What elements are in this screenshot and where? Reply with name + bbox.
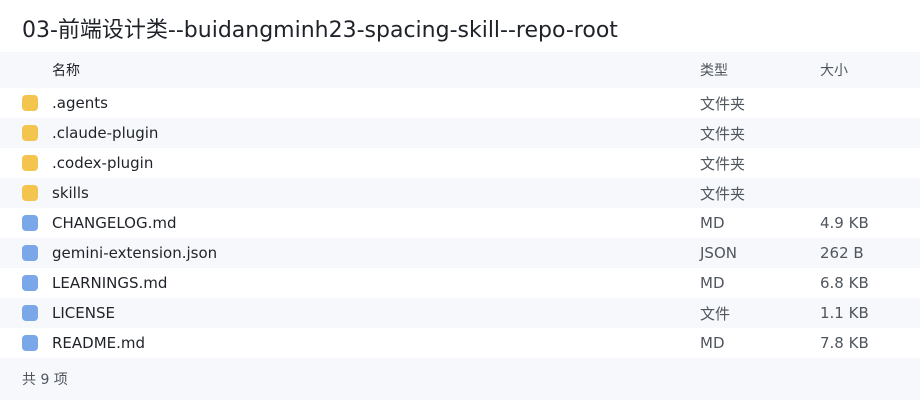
row-type: 文件夹 — [700, 154, 746, 173]
row-type: MD — [700, 334, 725, 352]
file-icon — [22, 335, 38, 351]
row-size: 6.8 KB — [820, 274, 869, 292]
row-name: LICENSE — [52, 304, 115, 322]
file-icon — [22, 305, 38, 321]
row-name: skills — [52, 184, 89, 202]
item-count: 共 9 项 — [22, 372, 68, 388]
row-name: .codex-plugin — [52, 154, 154, 172]
row-type: MD — [700, 214, 725, 232]
file-icon — [22, 215, 38, 231]
file-icon — [22, 275, 38, 291]
table-row-claude-plugin[interactable]: .claude-plugin 文件夹 — [0, 118, 920, 148]
table-row-learnings[interactable]: LEARNINGS.md MD 6.8 KB — [0, 268, 920, 298]
table-row-gemini-extension[interactable]: gemini-extension.json JSON 262 B — [0, 238, 920, 268]
row-size — [820, 88, 910, 118]
row-type: 文件夹 — [700, 184, 746, 203]
row-name: CHANGELOG.md — [52, 214, 177, 232]
row-name: .agents — [52, 94, 108, 112]
table-row-agents[interactable]: .agents 文件夹 — [0, 88, 920, 118]
column-header-name[interactable]: 名称 — [52, 63, 80, 79]
row-type: 文件夹 — [700, 124, 746, 143]
row-size — [820, 178, 910, 208]
row-name: .claude-plugin — [52, 124, 159, 142]
column-header-type[interactable]: 类型 — [700, 63, 728, 79]
row-name: gemini-extension.json — [52, 244, 218, 262]
window-title: 03-前端设计类--buidangminh23-spacing-skill--r… — [0, 0, 920, 52]
row-name: README.md — [52, 334, 146, 352]
row-size: 262 B — [820, 244, 864, 262]
column-header-size[interactable]: 大小 — [820, 63, 848, 79]
table-row-readme[interactable]: README.md MD 7.8 KB — [0, 328, 920, 358]
row-type: 文件 — [700, 304, 731, 323]
row-type: JSON — [700, 244, 737, 262]
table-header: 名称 类型 大小 — [0, 52, 920, 88]
folder-icon — [22, 95, 38, 111]
folder-icon — [22, 185, 38, 201]
file-icon — [22, 245, 38, 261]
row-size — [820, 148, 910, 178]
table-row-license[interactable]: LICENSE 文件 1.1 KB — [0, 298, 920, 328]
row-type: MD — [700, 274, 725, 292]
file-table: 名称 类型 大小 .agents 文件夹 .claude-plugin 文件夹 … — [0, 52, 920, 358]
table-row-codex-plugin[interactable]: .codex-plugin 文件夹 — [0, 148, 920, 178]
row-size: 4.9 KB — [820, 214, 869, 232]
folder-icon — [22, 155, 38, 171]
table-row-changelog[interactable]: CHANGELOG.md MD 4.9 KB — [0, 208, 920, 238]
status-bar: 共 9 项 — [0, 358, 920, 400]
folder-icon — [22, 125, 38, 141]
table-row-skills[interactable]: skills 文件夹 — [0, 178, 920, 208]
row-size: 1.1 KB — [820, 304, 869, 322]
row-size: 7.8 KB — [820, 334, 869, 352]
row-type: 文件夹 — [700, 94, 746, 113]
row-size — [820, 118, 910, 148]
row-name: LEARNINGS.md — [52, 274, 168, 292]
